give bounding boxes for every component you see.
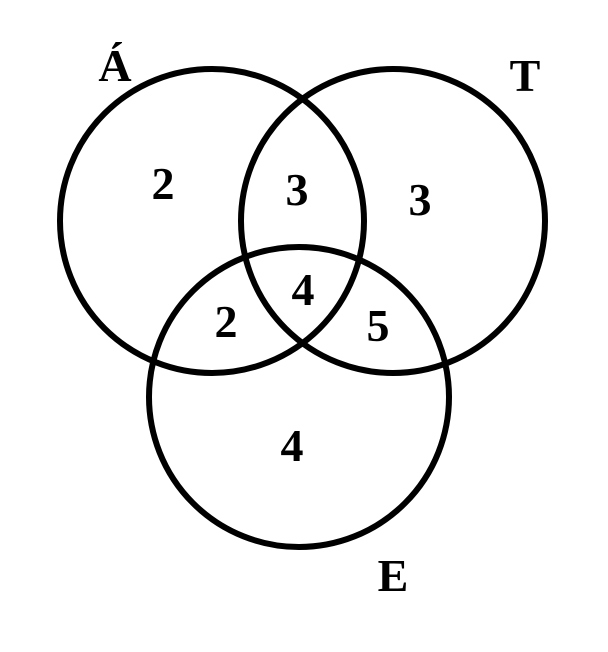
set-label-e: E [377, 550, 409, 601]
region-only-t: 3 [408, 174, 432, 225]
region-only-a: 2 [151, 158, 175, 209]
region-t-and-e: 5 [366, 300, 390, 351]
circle-a [57, 66, 367, 376]
region-a-and-t: 3 [285, 164, 309, 215]
set-label-a: Á [98, 40, 132, 91]
circle-t [238, 66, 548, 376]
region-a-and-e: 2 [214, 296, 238, 347]
circle-e [146, 244, 452, 550]
region-only-e: 4 [280, 420, 304, 471]
region-a-t-e: 4 [291, 264, 315, 315]
set-label-t: T [509, 50, 541, 101]
